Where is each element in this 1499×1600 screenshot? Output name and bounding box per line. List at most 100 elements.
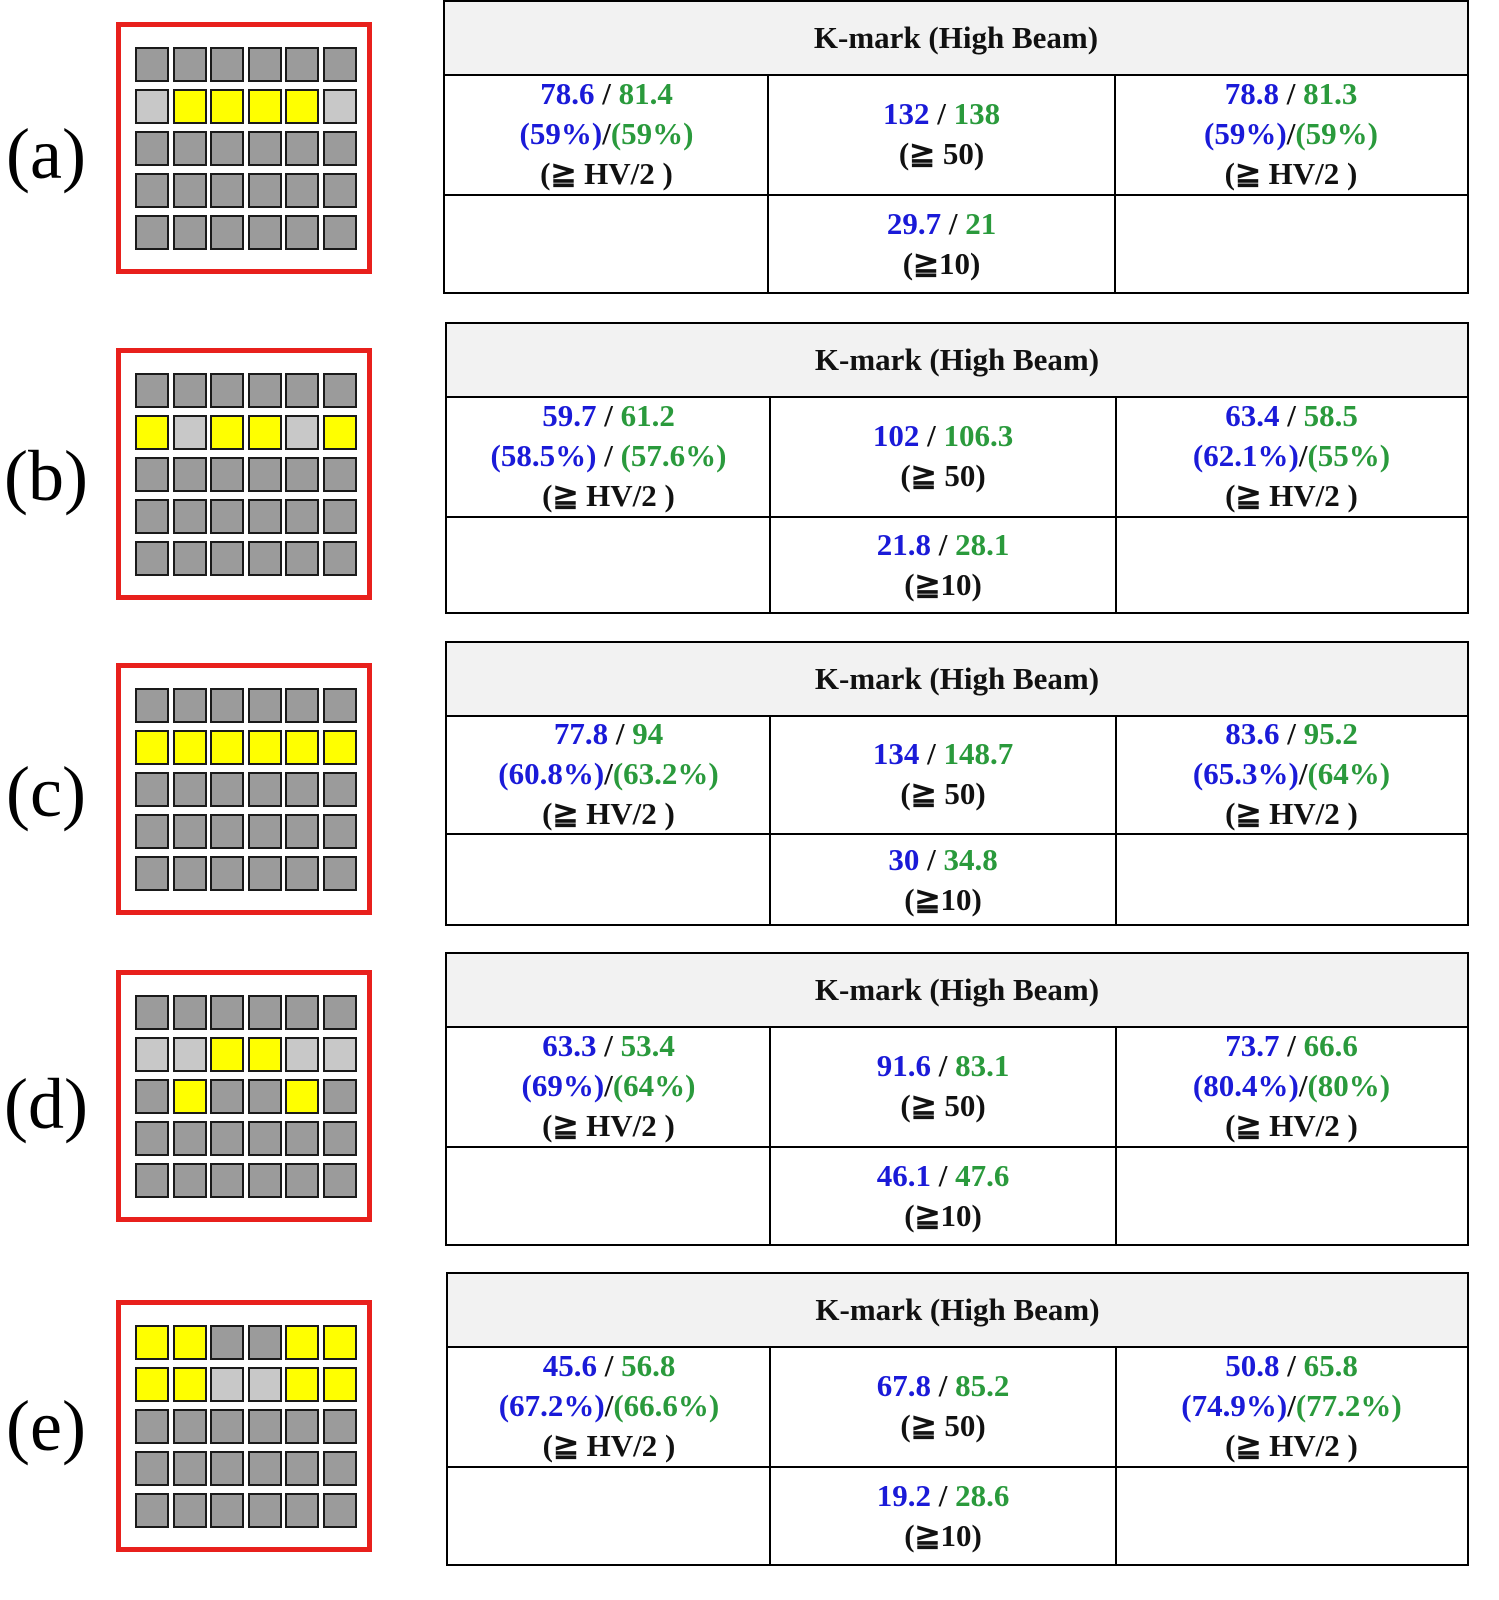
- led-cell-off: [247, 1409, 282, 1444]
- separator: /: [1298, 438, 1308, 473]
- separator: /: [1279, 1348, 1304, 1383]
- percent-line: (69%)/(64%): [522, 1066, 696, 1106]
- green-value: 65.8: [1303, 1348, 1358, 1383]
- led-cell-off: [135, 1451, 169, 1486]
- led-cell-lit: [135, 730, 169, 765]
- value-line: 21.8 / 28.1: [877, 525, 1010, 565]
- requirement-text: (≧ 50): [900, 776, 986, 811]
- led-cell-off: [172, 856, 207, 891]
- led-cell-off: [135, 856, 169, 891]
- led-matrix-frame: [116, 348, 372, 600]
- led-cell-off: [247, 1325, 282, 1360]
- led-cell-off: [322, 1121, 357, 1156]
- requirement-text: (≧ HV/2 ): [542, 796, 675, 831]
- column-divider: [769, 1026, 771, 1244]
- led-cell-lit: [247, 89, 282, 124]
- led-cell-off: [247, 1367, 282, 1402]
- led-cell-off: [172, 814, 207, 849]
- led-cell-off: [135, 814, 169, 849]
- led-cell-lit: [172, 730, 207, 765]
- green-value: 148.7: [943, 736, 1014, 771]
- led-cell-off: [135, 995, 169, 1030]
- requirement-text: (≧ HV/2 ): [542, 1108, 675, 1143]
- cell-hv-point: 134 / 148.7(≧ 50): [770, 715, 1116, 833]
- led-cell-off: [322, 1163, 357, 1198]
- percent-line: (59%)/(59%): [520, 114, 694, 154]
- cell-left-zone: 78.6 / 81.4(59%)/(59%)(≧ HV/2 ): [445, 74, 768, 194]
- led-cell-off: [247, 1163, 282, 1198]
- led-cell-off: [322, 541, 357, 576]
- led-cell-off: [172, 47, 207, 82]
- led-cell-off: [322, 1493, 357, 1528]
- led-cell-off: [285, 814, 320, 849]
- led-cell-off: [135, 215, 169, 250]
- separator: /: [596, 438, 621, 473]
- cell-right-zone: 50.8 / 65.8(74.9%)/(77.2%)(≧ HV/2 ): [1116, 1346, 1467, 1466]
- led-cell-off: [135, 1079, 169, 1114]
- led-cell-off: [285, 131, 320, 166]
- led-grid: [135, 1325, 357, 1528]
- led-cell-off: [210, 173, 245, 208]
- led-cell-off: [247, 814, 282, 849]
- green-value: 94: [632, 716, 664, 751]
- led-cell-lit: [172, 1325, 207, 1360]
- led-cell-lit: [172, 1367, 207, 1402]
- separator: /: [919, 841, 944, 877]
- value-line: 63.4 / 58.5: [1225, 396, 1358, 436]
- green-percent: (64%): [1307, 756, 1391, 791]
- percent-line: (67.2%)/(66.6%): [499, 1386, 719, 1426]
- cell-hv-point: 102 / 106.3(≧ 50): [770, 396, 1116, 516]
- led-cell-lit: [210, 89, 245, 124]
- panel-label: (c): [6, 752, 86, 832]
- cell-left-zone: 59.7 / 61.2(58.5%) / (57.6%)(≧ HV/2 ): [447, 396, 770, 516]
- led-cell-lit: [247, 730, 282, 765]
- kmark-table: K-mark (High Beam)59.7 / 61.2(58.5%) / (…: [445, 322, 1469, 614]
- requirement-text: (≧ 50): [900, 458, 986, 493]
- led-cell-off: [172, 173, 207, 208]
- led-cell-off: [285, 856, 320, 891]
- separator: /: [1298, 756, 1308, 791]
- led-cell-off: [135, 47, 169, 82]
- green-percent: (59%): [1295, 116, 1378, 151]
- separator: /: [930, 1048, 956, 1083]
- led-cell-off: [285, 995, 320, 1030]
- percent-line: (62.1%)/(55%): [1193, 436, 1390, 476]
- green-value: 28.6: [955, 1478, 1010, 1513]
- requirement-text: (≧ HV/2 ): [540, 156, 673, 191]
- blue-value: 63.3: [542, 1028, 597, 1063]
- column-divider: [769, 715, 771, 924]
- led-cell-off: [210, 814, 245, 849]
- led-cell-off: [247, 688, 282, 723]
- green-value: 66.6: [1303, 1028, 1358, 1063]
- led-cell-off: [135, 457, 169, 492]
- led-cell-off: [172, 1451, 207, 1486]
- blue-value: 46.1: [876, 1158, 931, 1193]
- led-cell-off: [247, 1121, 282, 1156]
- led-cell-off: [172, 215, 207, 250]
- row-divider: [448, 1466, 1467, 1468]
- led-cell-off: [247, 1493, 282, 1528]
- separator: /: [596, 1028, 621, 1063]
- column-divider: [1114, 74, 1116, 292]
- cell-left-zone: 77.8 / 94(60.8%)/(63.2%)(≧ HV/2 ): [447, 715, 770, 833]
- led-cell-lit: [322, 415, 357, 450]
- kmark-table: K-mark (High Beam)45.6 / 56.8(67.2%)/(66…: [446, 1272, 1469, 1566]
- separator: /: [1279, 1028, 1304, 1063]
- separator: /: [604, 1388, 614, 1423]
- blue-value: 29.7: [886, 206, 942, 241]
- separator: /: [596, 1348, 622, 1383]
- led-cell-lit: [285, 89, 320, 124]
- cell-right-zone: 83.6 / 95.2(65.3%)/(64%)(≧ HV/2 ): [1116, 715, 1467, 833]
- led-cell-off: [135, 541, 169, 576]
- green-value: 95.2: [1303, 716, 1358, 751]
- blue-percent: (80.4%): [1192, 1068, 1299, 1103]
- led-cell-off: [210, 1163, 245, 1198]
- led-cell-off: [285, 1121, 320, 1156]
- led-cell-off: [172, 772, 207, 807]
- led-cell-off: [285, 173, 320, 208]
- led-cell-off: [322, 173, 357, 208]
- table-title: K-mark (High Beam): [448, 1274, 1467, 1348]
- cell-right-zone: 63.4 / 58.5(62.1%)/(55%)(≧ HV/2 ): [1116, 396, 1467, 516]
- led-cell-off: [247, 457, 282, 492]
- led-cell-off: [172, 1493, 207, 1528]
